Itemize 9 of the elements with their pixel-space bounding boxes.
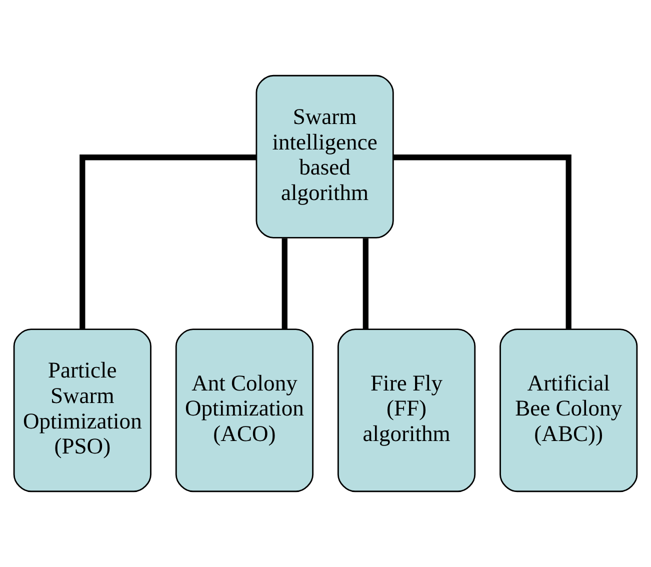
node-box: Ant Colony Optimization (ACO) — [175, 328, 314, 492]
connector — [393, 154, 572, 329]
node-box: Particle Swarm Optimization (PSO) — [13, 328, 152, 492]
node-box: Fire Fly (FF) algorithm — [337, 328, 476, 492]
connector — [282, 238, 288, 330]
connector — [362, 238, 368, 330]
connector — [80, 154, 256, 329]
node-box: Swarm intelligence based algorithm — [256, 74, 394, 238]
node-box: Artificial Bee Colony (ABC)) — [500, 328, 638, 492]
